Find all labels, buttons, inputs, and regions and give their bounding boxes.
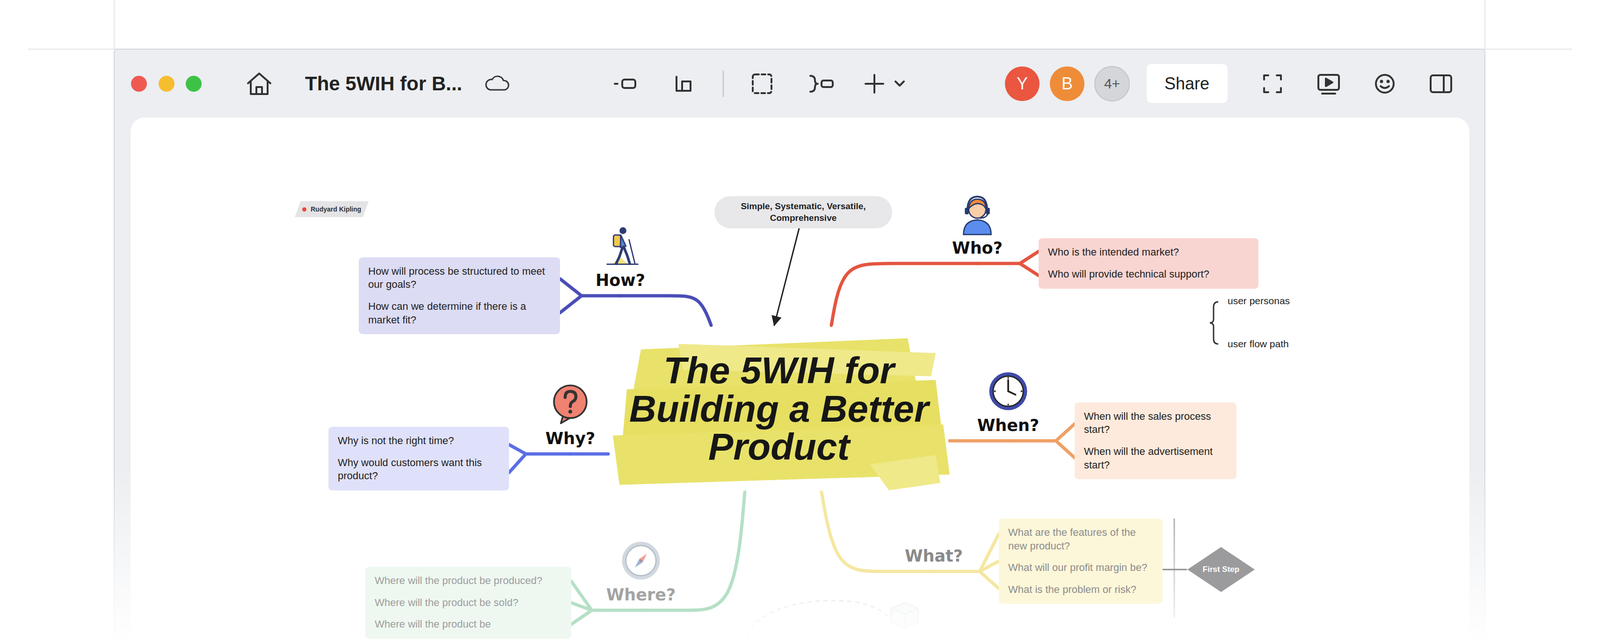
question-box: Who is the intended market? Who will prov…	[1038, 238, 1259, 289]
branch-topic: How?	[580, 224, 661, 297]
toolbar-text: Share	[1164, 73, 1210, 94]
branch-topic: Who?	[937, 192, 1018, 264]
topic-icon	[619, 538, 663, 582]
callout-pill: Simple, Systematic, Versatile, Comprehen…	[714, 196, 893, 229]
tag-label: Rudyard Kipling	[294, 201, 369, 218]
question-box: What are the features of the new product…	[998, 518, 1163, 604]
toolbar-text: B	[1061, 73, 1073, 94]
node-text: What?	[894, 546, 974, 566]
node-text: Simple, Systematic, Versatile, Comprehen…	[723, 200, 883, 224]
node-text: What are the features of the new product…	[1008, 525, 1154, 553]
node-text: Where will the product be	[374, 617, 562, 632]
toolbar-text: Y	[1016, 73, 1028, 94]
topic-icon	[986, 369, 1030, 413]
connector	[774, 228, 800, 326]
branch-topic: Where?	[601, 538, 681, 611]
tag-dot	[302, 207, 307, 212]
node-text: When?	[968, 416, 1048, 435]
question-box: How will process be structured to meet o…	[358, 257, 560, 335]
topic-icon	[598, 224, 642, 268]
branch-topic: Why?	[530, 382, 611, 455]
node-text: Where?	[601, 585, 681, 604]
question-box: When will the sales process start? When w…	[1074, 402, 1237, 480]
topic-icon	[548, 382, 592, 426]
node-text: First Step	[1202, 564, 1240, 575]
question-box: Why is not the right time? Why would cust…	[328, 426, 510, 491]
toolbar-text: The 5WIH for B...	[305, 72, 463, 95]
node-text: How?	[580, 271, 661, 290]
node-text: Who will provide technical support?	[1047, 267, 1250, 282]
branch-topic: When?	[968, 369, 1048, 442]
node-text: What is the problem or risk?	[1008, 582, 1154, 597]
connector	[949, 439, 1009, 443]
connector	[1162, 568, 1187, 571]
node-text: The 5WIH for Building a Better Product	[608, 351, 950, 466]
node-text: Who is the intended market?	[1047, 245, 1250, 260]
node-text: Who?	[937, 239, 1018, 258]
connector	[620, 295, 712, 326]
node-text: When will the sales process start?	[1083, 409, 1228, 437]
node-text: Why is not the right time?	[337, 434, 500, 448]
node-text: What will our profit margin be?	[1008, 560, 1154, 575]
connector	[509, 444, 571, 473]
node-text: Why would customers want this product?	[337, 456, 500, 483]
node-text: Rudyard Kipling	[310, 205, 362, 213]
bracket-note: user flow path	[1227, 338, 1289, 350]
node-text: When will the advertisement start?	[1083, 444, 1228, 472]
toolbar-text: 4+	[1104, 75, 1120, 92]
central-topic: The 5WIH for Building a Better Product	[608, 325, 950, 493]
node-text: Why?	[530, 429, 611, 448]
bracket-note: user personas	[1227, 295, 1290, 307]
decision-diamond: First Step	[1186, 545, 1256, 593]
node-text: How can we determine if there is a marke…	[368, 299, 551, 327]
topic-icon	[955, 192, 999, 236]
node-text: Where will the product be produced?	[374, 574, 562, 588]
branch-topic: What?	[894, 546, 974, 572]
connector	[831, 263, 978, 326]
connector	[570, 452, 609, 456]
node-text: How will process be structured to meet o…	[368, 264, 551, 292]
question-box: Where will the product be produced? Where…	[365, 566, 572, 639]
node-text: Where will the product be sold?	[374, 596, 562, 610]
